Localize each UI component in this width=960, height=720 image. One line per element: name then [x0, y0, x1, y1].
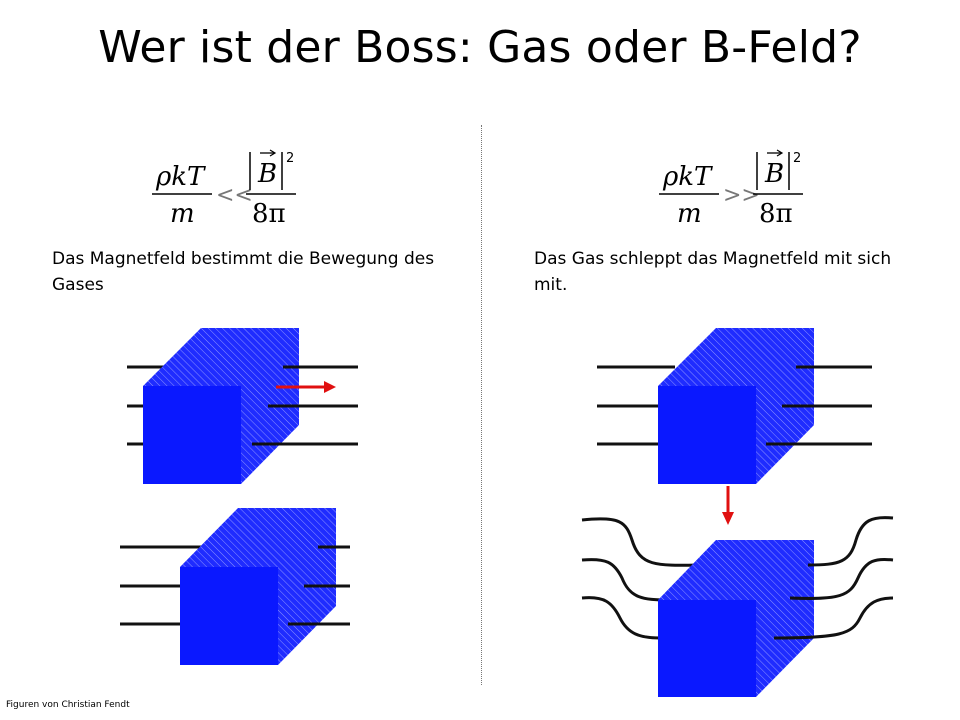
left-bottom-cube-group: [120, 508, 350, 665]
formula-left-b: B: [257, 159, 277, 189]
curved-field-line: [773, 596, 894, 640]
formula-left-numerator: ρkT: [155, 162, 206, 192]
slide-title: Wer ist der Boss: Gas oder B-Feld?: [98, 22, 862, 73]
cube-front: [658, 600, 756, 697]
cube-front: [180, 567, 278, 665]
curved-field-line: [581, 558, 671, 602]
formula-left-relation: <<: [216, 183, 253, 208]
curved-field-line: [807, 516, 894, 567]
formula-right-relation: >>: [723, 183, 760, 208]
cube-front: [143, 386, 241, 484]
formula-left: ρkT m << B 2 8π: [152, 149, 296, 229]
left-top-cube-group: [127, 328, 358, 484]
right-caption: Das Gas schleppt das Magnetfeld mit sich…: [534, 249, 892, 295]
formula-right: ρkT m >> B 2 8π: [659, 149, 803, 229]
curved-field-line: [789, 557, 894, 600]
cube-front: [658, 386, 756, 484]
formula-right-numerator: ρkT: [662, 162, 713, 192]
formula-right-denominator-right: 8π: [759, 199, 793, 229]
column-divider: [481, 125, 482, 685]
curved-field-line: [581, 596, 661, 640]
left-caption: Das Magnetfeld bestimmt die Bewegung des…: [52, 249, 435, 295]
figure-credit: Figuren von Christian Fendt: [6, 700, 130, 710]
cube-side: [658, 540, 814, 697]
formula-right-b: B: [764, 159, 784, 189]
cube-side: [180, 508, 336, 665]
right-bottom-cube-group: [581, 516, 894, 697]
right-top-cube-group: [597, 328, 872, 525]
formula-left-denominator: m: [170, 199, 195, 229]
curved-field-line: [581, 517, 701, 567]
formula-right-exponent: 2: [793, 151, 801, 166]
motion-arrow-head: [324, 381, 336, 393]
formula-left-exponent: 2: [286, 151, 294, 166]
motion-arrow-head: [722, 512, 734, 525]
formula-right-denominator: m: [677, 199, 702, 229]
formula-left-denominator-right: 8π: [252, 199, 286, 229]
